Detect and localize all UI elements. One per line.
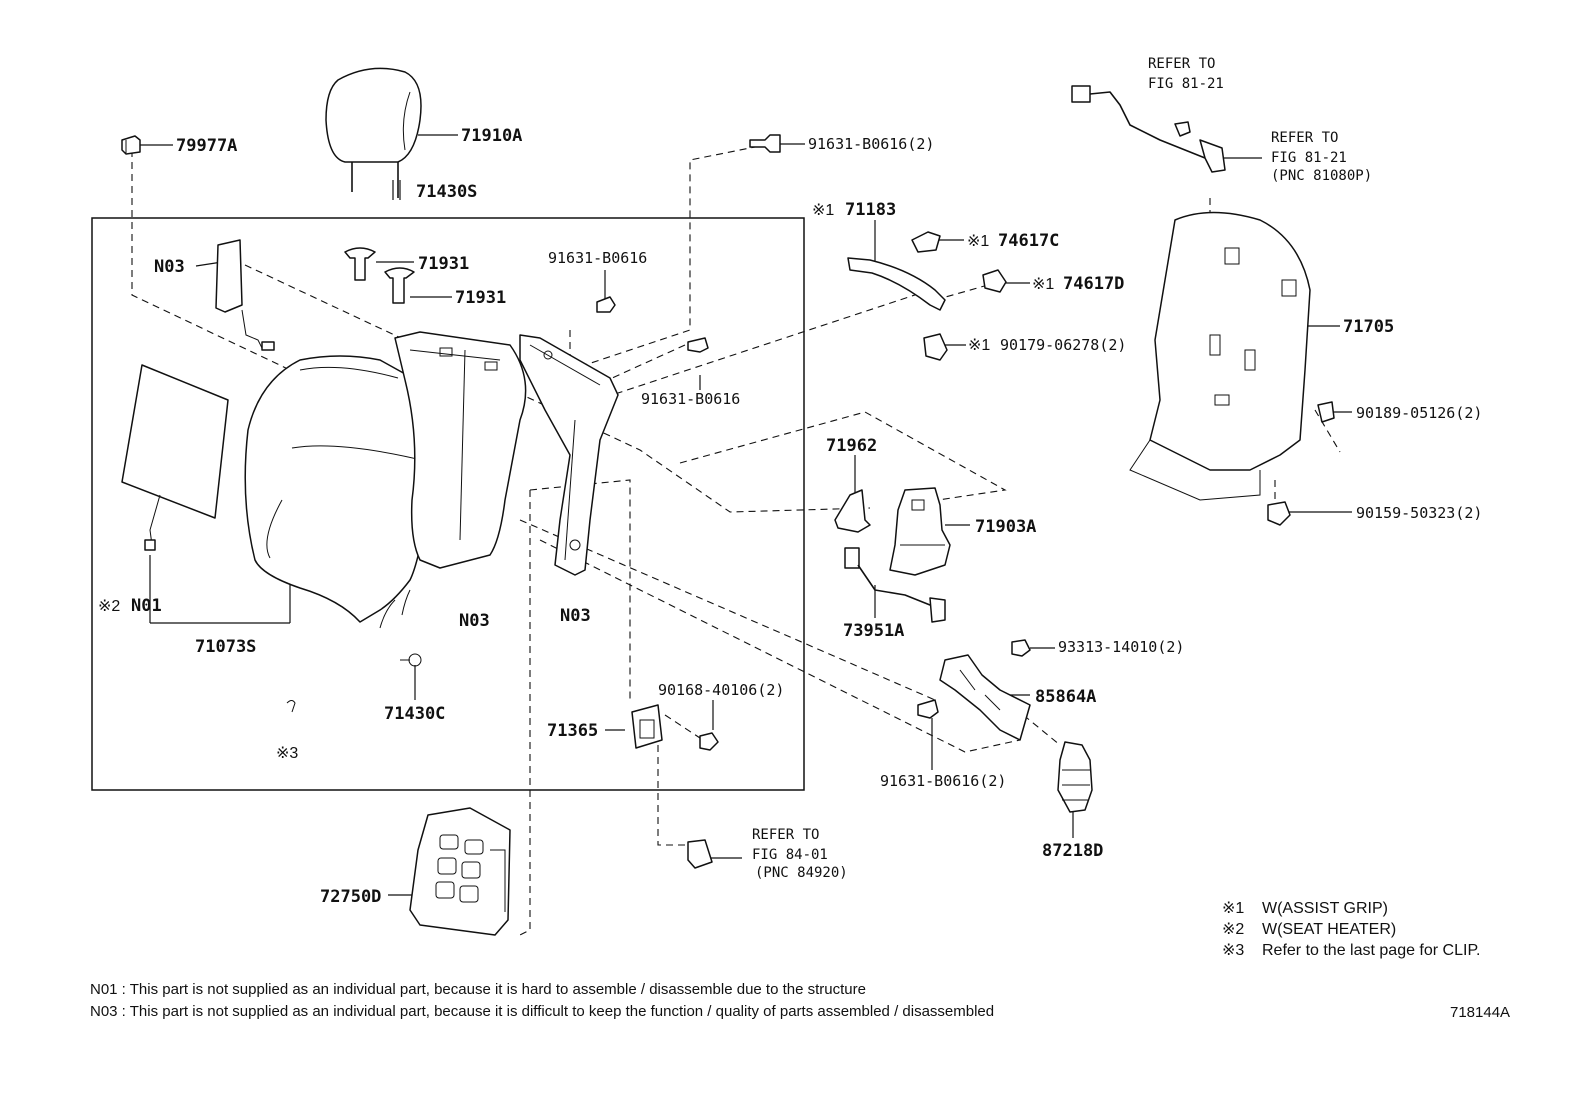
label-90168-40106: 90168-40106(2) [658,681,784,699]
label-72750D: 72750D [320,887,381,907]
label-71910A: 71910A [461,126,522,146]
note-N03: N03 : This part is not supplied as an in… [90,1003,994,1020]
part-72750D-lumbar [409,807,511,936]
part-71430C-clip [400,653,422,667]
part-71903A-lock [889,487,951,576]
part-71962-bracket [834,489,871,533]
figure-id: 718144A [1450,1004,1510,1021]
ref-c-line3: (PNC 84920) [755,865,848,881]
part-71931-guides [344,247,415,304]
label-N03-panel: N03 [154,257,185,277]
ref-c-line2: FIG 84-01 [752,847,828,863]
part-87218D-duct [1057,741,1093,813]
mark-1-90179: ※1 [968,337,990,354]
part-71073S-seatback-cover [244,355,438,629]
label-91631-B0616-mid: 91631-B0616 [641,390,740,408]
part-90179-clip [923,333,948,361]
ref-a-line1: REFER TO [1148,56,1215,72]
label-73951A: 73951A [843,621,904,641]
label-90189-05126: 90189-05126(2) [1356,404,1482,422]
label-N01: N01 [131,596,162,616]
mark-1-74617D: ※1 [1032,276,1054,293]
part-93313-screw [1011,639,1031,657]
label-74617D: 74617D [1063,274,1124,294]
legend-text-1: W(ASSIST GRIP) [1262,900,1388,917]
legend-mark-1: ※1 [1222,900,1244,917]
part-71365-knob [631,704,663,749]
part-N01-heater-pad [121,364,229,551]
ref-b-line2: FIG 81-21 [1271,150,1347,166]
part-N03-seatback-pad [394,331,527,569]
ref-c-line1: REFER TO [752,827,819,843]
footnotes: N01 : This part is not supplied as an in… [90,981,1510,1021]
part-79977A-cap [121,135,141,155]
refer-to-callouts: REFER TO FIG 81-21 REFER TO FIG 81-21 (P… [752,56,1372,881]
part-90168-screw [699,732,719,751]
mark-3-clip: ※3 [276,745,298,762]
label-79977A: 79977A [176,136,237,156]
label-87218D: 87218D [1042,841,1103,861]
label-90179-06278: 90179-06278(2) [1000,336,1126,354]
part-71705-seatback-board [1129,211,1311,501]
legend: ※1 W(ASSIST GRIP) ※2 W(SEAT HEATER) ※3 R… [1222,900,1481,959]
legend-mark-3: ※3 [1222,942,1244,959]
legend-text-3: Refer to the last page for CLIP. [1262,942,1481,959]
label-N03-pad: N03 [459,611,490,631]
label-93313-14010: 93313-14010(2) [1058,638,1184,656]
part-N03-seatback-frame [519,334,619,576]
label-71430S: 71430S [416,182,477,202]
ref-b-line1: REFER TO [1271,130,1338,146]
label-71430C: 71430C [384,704,445,724]
label-71705: 71705 [1343,317,1394,337]
part-85864A-duct [939,654,1031,741]
label-71073S: 71073S [195,637,256,657]
part-91631-bolts [596,134,939,719]
label-74617C: 74617C [998,231,1059,251]
label-71183: 71183 [845,200,896,220]
part-71705-clips [1267,401,1335,526]
label-91631-B0616-2-top: 91631-B0616(2) [808,135,934,153]
part-N03-side-panel [215,239,275,351]
label-71931-b: 71931 [455,288,506,308]
legend-mark-2: ※2 [1222,921,1244,938]
label-N03-frame: N03 [560,606,591,626]
part-74617-covers [911,231,1007,293]
assembly-box [91,217,805,791]
part-84-01-clip [687,839,713,869]
legend-text-2: W(SEAT HEATER) [1262,921,1396,938]
label-71962: 71962 [826,436,877,456]
mark-2-N01: ※2 [98,598,120,615]
part-harness-81-21 [1071,85,1226,173]
part-labels: 79977A 71910A 71430S N03 71931 71931 916… [98,126,1482,907]
ref-a-line2: FIG 81-21 [1148,76,1224,92]
label-71365: 71365 [547,721,598,741]
mark-1-71183: ※1 [812,202,834,219]
label-85864A: 85864A [1035,687,1096,707]
part-73951A-cable [844,547,946,623]
solid-leader-lines [140,134,1352,896]
label-91631-B0616-top: 91631-B0616 [548,249,647,267]
ref-b-line3: (PNC 81080P) [1271,168,1372,184]
label-91631-B0616-low: 91631-B0616(2) [880,772,1006,790]
label-90159-50323: 90159-50323(2) [1356,504,1482,522]
part-clip-3 [286,700,296,713]
note-N01: N01 : This part is not supplied as an in… [90,981,866,998]
mark-1-74617C: ※1 [967,233,989,250]
part-71910A-headrest [325,67,422,198]
part-71183-assist-grip [847,257,946,311]
label-71931-a: 71931 [418,254,469,274]
label-71903A: 71903A [975,517,1036,537]
